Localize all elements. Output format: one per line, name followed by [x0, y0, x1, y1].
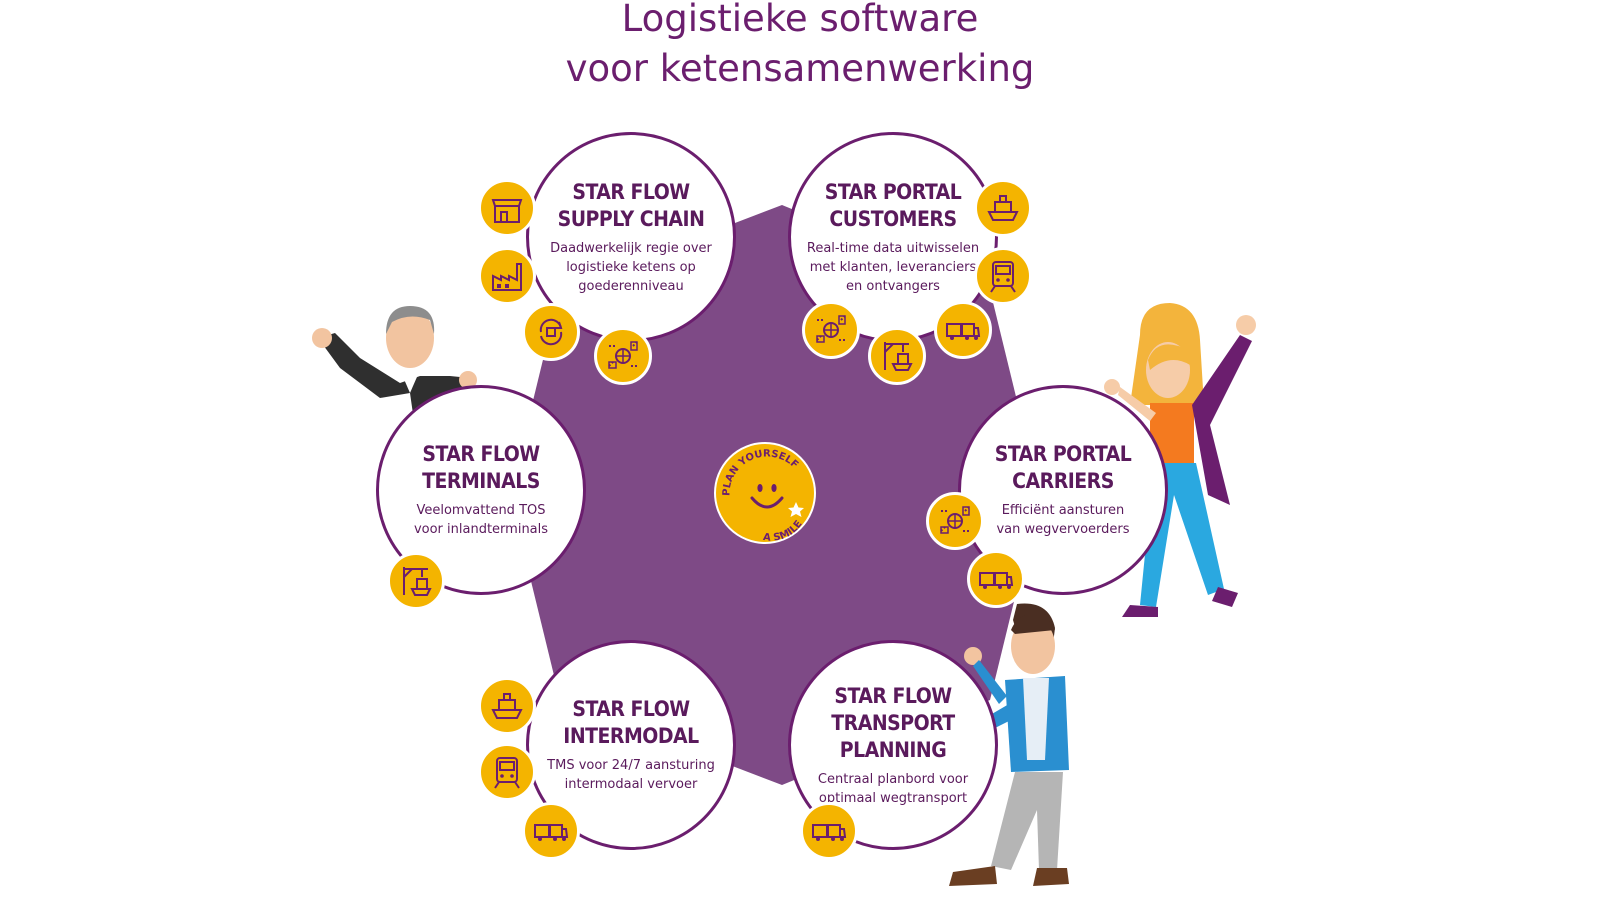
page-title: Logistieke software voor ketensamenwerki…: [0, 0, 1600, 94]
network-icon-badge: [926, 492, 984, 550]
factory-icon-badge: [478, 247, 536, 305]
node-title: STAR FLOW INTERMODAL: [563, 697, 699, 748]
truck-icon-badge: [934, 301, 992, 359]
node-description: Veelomvattend TOS voor inlandterminals: [413, 503, 549, 537]
star-icon: [788, 502, 804, 517]
train-icon: [494, 757, 520, 789]
crane-icon: [884, 342, 913, 371]
factory-icon: [492, 263, 522, 291]
plan-yourself-smile-badge: PLAN YOURSELF A SMILE: [714, 442, 816, 544]
truck-icon: [534, 824, 569, 841]
crane-icon-badge: [387, 552, 445, 610]
train-icon-badge: [974, 247, 1032, 305]
crane-icon: [403, 567, 432, 596]
train-icon: [990, 261, 1016, 293]
truck-icon-badge: [967, 550, 1025, 608]
ship-icon: [491, 693, 523, 719]
node-title: STAR FLOW TRANSPORT PLANNING: [831, 683, 955, 762]
truck-icon-badge: [800, 802, 858, 860]
badge-text-bottom: A SMILE: [762, 519, 804, 544]
network-icon: [608, 341, 638, 369]
network-icon: [940, 506, 970, 534]
smiley-eye-left: [757, 484, 763, 492]
network-icon-badge: [594, 327, 652, 385]
node-title: STAR FLOW SUPPLY CHAIN: [557, 179, 705, 231]
crane-icon-badge: [868, 327, 926, 385]
truck-icon-badge: [522, 802, 580, 860]
node-title: STAR PORTAL CARRIERS: [994, 442, 1132, 493]
node-description: TMS voor 24/7 aansturing intermodaal ver…: [547, 758, 715, 792]
truck-icon: [979, 572, 1014, 589]
smiley-eye-right: [771, 484, 777, 492]
network-icon-badge: [802, 301, 860, 359]
network-icon: [816, 315, 846, 343]
smiley-mouth: [750, 496, 784, 509]
shop-icon: [491, 199, 523, 223]
title-line-1: Logistieke software: [621, 0, 979, 40]
node-description: Centraal planbord voor optimaal wegtrans…: [817, 771, 969, 806]
ship-icon: [987, 195, 1019, 221]
node-description: Daadwerkelijk regie over logistieke kete…: [550, 240, 712, 294]
ship-icon-badge: [478, 677, 536, 735]
man-thumbs-up-illustration: [949, 603, 1069, 886]
ship-icon-badge: [974, 179, 1032, 237]
shop-icon-badge: [478, 179, 536, 237]
truck-icon: [946, 323, 981, 340]
title-line-2: voor ketensamenwerking: [565, 47, 1035, 90]
node-title: STAR PORTAL CUSTOMERS: [824, 179, 962, 231]
node-description: Real-time data uitwisselen met klanten, …: [806, 240, 980, 294]
truck-icon: [812, 824, 847, 841]
train-icon-badge: [478, 743, 536, 801]
node-title: STAR FLOW TERMINALS: [422, 442, 540, 493]
cycle-icon: [539, 318, 563, 346]
node-description: Efficiënt aansturen van wegvervoerders: [996, 503, 1130, 537]
cycle-icon-badge: [522, 303, 580, 361]
